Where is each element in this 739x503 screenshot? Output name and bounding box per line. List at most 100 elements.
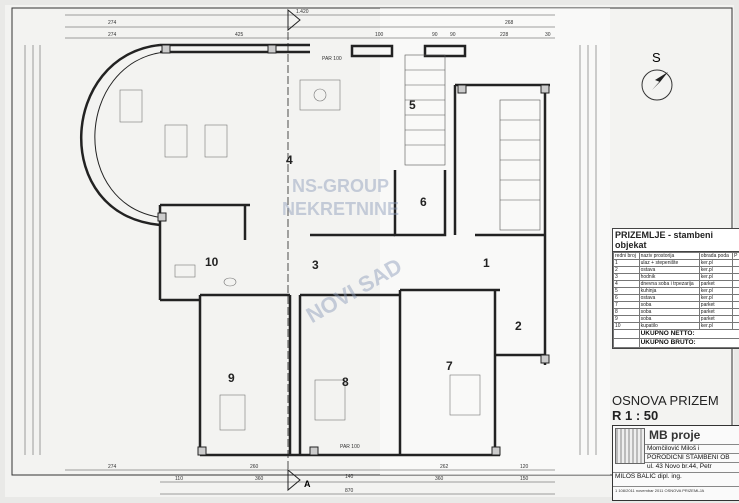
title-block: MB proje Momčilović Miloš i PORODIČNI ST… [612,425,739,501]
cell-name: soba [638,301,700,309]
staircase [404,54,541,231]
designer-field: MILOŠ BALIĆ dipl. ing. [613,472,739,481]
drawing-date: novembar 2011 [635,488,664,493]
cell-n: 8 [613,308,640,316]
room-number: 5 [409,98,416,112]
drawing-title: OSNOVA PRIZEM R 1 : 50 [612,393,719,423]
section-arrow-bottom [287,468,301,492]
table-header-row: redni broj naziv prostorija obrada poda … [613,252,739,260]
dim-label: 90 [432,32,438,38]
cell-area [732,301,739,309]
dim-label: 274 [108,464,117,470]
dim-label: 425 [235,32,244,38]
cell-area [732,266,739,274]
section-marker-label: A [304,479,311,489]
room-number: 10 [205,255,219,269]
watermark-text: NS-GROUP [292,176,389,196]
section-arrow-top [287,8,301,32]
drawing-info-row: 1 108/2011 novembar 2011 OSNOVA PRIZEMLJ… [613,486,739,495]
cell-floor: ker.pl [698,259,734,267]
drawing-title-text: OSNOVA PRIZEM [612,393,719,408]
dim-label: 90 [450,32,456,38]
dim-label: 274 [108,32,117,38]
cell-floor: parket [698,308,734,316]
dim-label: 140 [345,474,354,480]
drawing-number: 1 108/2011 [615,488,635,493]
dim-label: 228 [500,32,509,38]
investor-field: Momčilović Miloš i [645,444,739,453]
col-header: naziv prostorija [638,252,700,260]
dim-label: 150 [520,476,529,482]
cell-n: 2 [613,266,640,274]
cell-floor: parket [698,280,734,288]
total-bruto-label: UKUPNO BRUTO: [638,338,739,348]
cell-floor: ker.pl [698,287,734,295]
compass-label: S [652,50,661,65]
cell-floor: ker.pl [698,294,734,302]
dim-label: 274 [108,20,117,26]
drawing-scale: R 1 : 50 [612,408,659,423]
cell-name: ostava [638,266,700,274]
cell-area [732,322,739,330]
cell-n: 3 [613,273,640,281]
cell-n: 10 [613,322,640,330]
company-logo [615,428,645,464]
company-name: MB proje [649,428,701,442]
cell-name: dnevna soba i trpezarija [638,280,700,288]
cell-area [732,294,739,302]
cell-n: 1 [613,259,640,267]
cell-floor: parket [698,315,734,323]
room-number: 6 [420,195,427,209]
dim-label: 360 [255,476,264,482]
room-number: 8 [342,375,349,389]
room-number: 7 [446,359,453,373]
col-header: redni broj [613,252,640,260]
room-number: 4 [286,153,293,167]
col-header: P [732,252,739,260]
cell-floor: ker.pl [698,322,734,330]
cell-area [732,280,739,288]
address-field: ul. 43 Novo br.44, Petr [645,462,739,471]
cell-area [732,259,739,267]
dim-label: 110 [175,476,183,482]
floor-finish-label: PAR 100 [322,56,342,62]
room-number: 3 [312,258,319,272]
total-netto-label: UKUPNO NETTO: [638,329,739,339]
dim-label: 260 [250,464,259,470]
dimension-lines [24,14,597,495]
dim-label: 262 [440,464,449,470]
floor-finish-label: PAR 100 [340,444,360,450]
cell-area [732,287,739,295]
dim-label: 100 [375,32,384,38]
dim-label: 360 [435,476,444,482]
cell-n: 6 [613,294,640,302]
cell-name: ostava [638,294,700,302]
cell-n: 9 [613,315,640,323]
furniture [119,79,481,431]
room-schedule-table: PRIZEMLJE - stambeni objekat redni broj … [612,228,739,349]
cell-area [732,273,739,281]
cell-name: hodnik [638,273,700,281]
cell-floor: ker.pl [698,273,734,281]
cell-n: 5 [613,287,640,295]
cell-n: 4 [613,280,640,288]
cell-name: kupatilo [638,322,700,330]
watermark-text: NEKRETNINE [282,199,399,219]
table-title: PRIZEMLJE - stambeni objekat [613,229,739,252]
cell-floor: parket [698,301,734,309]
dim-label: 120 [520,464,529,470]
room-number: 2 [515,319,522,333]
dim-label: 870 [345,488,354,494]
cell-empty [613,338,640,348]
cell-empty [613,329,640,339]
dim-label: 268 [505,20,514,26]
cell-area [732,308,739,316]
